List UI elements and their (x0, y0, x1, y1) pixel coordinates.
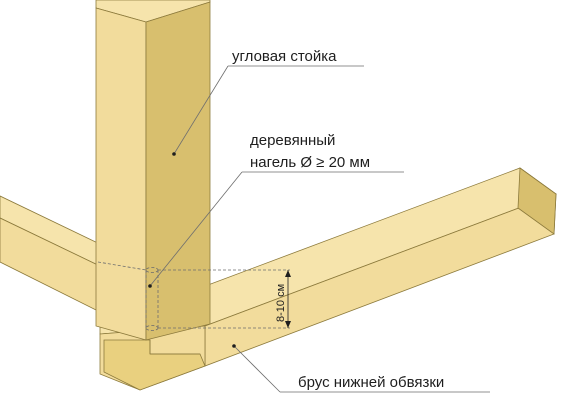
wooden-dowel-hidden (97, 261, 290, 331)
dowel-leader: деревянный нагель Ø ≥ 20 мм (148, 132, 404, 288)
label-dowel-line1: деревянный (250, 132, 335, 149)
left-beam (0, 195, 105, 315)
dimension-marker: 8-10 см (275, 270, 291, 328)
label-corner-post: угловая стойка (232, 48, 337, 65)
beam-leader: брус нижней обвязки (232, 344, 490, 393)
right-beam-end-face (517, 167, 557, 235)
corner-post (95, 0, 211, 341)
corner-post-right-face (145, 1, 211, 341)
dimension-label: 8-10 см (275, 284, 287, 322)
label-dowel-line2: нагель Ø ≥ 20 мм (250, 154, 370, 171)
corner-post-left-face (95, 7, 147, 341)
post-leader: угловая стойка (172, 48, 364, 156)
label-bottom-beam: брус нижней обвязки (298, 374, 444, 391)
